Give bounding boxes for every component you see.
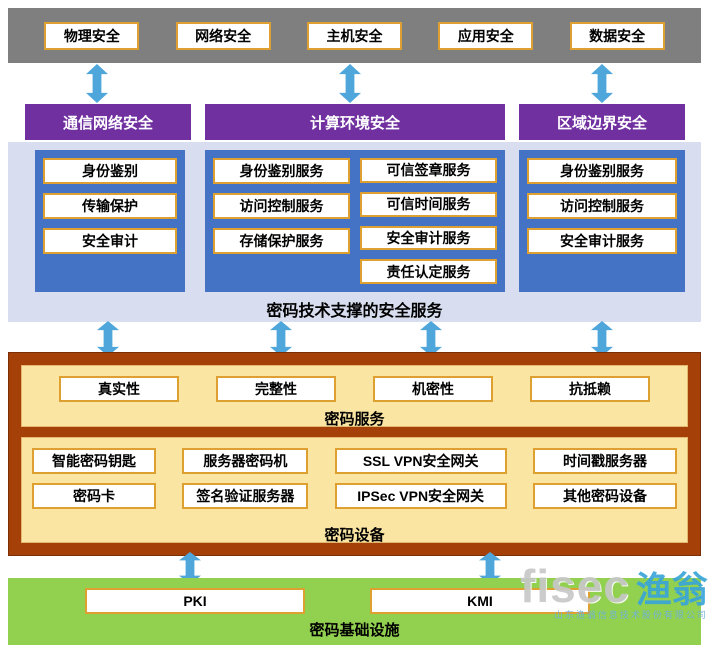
device-server-crypto-machine: 服务器密码机 xyxy=(182,448,309,474)
layer-application-security: 应用安全 xyxy=(438,21,534,50)
double-arrow-icon xyxy=(339,64,361,103)
device-other-crypto-devices: 其他密码设备 xyxy=(532,483,677,509)
service-accountability: 责任认定服务 xyxy=(360,259,497,284)
service-identity-authentication: 身份鉴别服务 xyxy=(213,158,350,184)
property-authenticity: 真实性 xyxy=(59,376,179,402)
crypto-band: 真实性 完整性 机密性 抗抵赖 密码服务 智能密码钥匙 服务器密码机 SSL V… xyxy=(8,352,701,556)
double-arrow-icon xyxy=(179,552,201,584)
infra-pki: PKI xyxy=(85,588,305,614)
header-communication-network-security: 通信网络安全 xyxy=(25,104,191,140)
service-identity-authentication: 身份鉴别 xyxy=(43,158,177,184)
device-ipsec-vpn-gateway: IPSec VPN安全网关 xyxy=(334,483,507,509)
double-arrow-icon xyxy=(86,64,108,103)
device-timestamp-server: 时间戳服务器 xyxy=(532,448,677,474)
crypto-devices-row-1: 智能密码钥匙 服务器密码机 SSL VPN安全网关 时间戳服务器 xyxy=(22,448,687,474)
crypto-infrastructure-label: 密码基础设施 xyxy=(309,622,400,639)
layer-data-security: 数据安全 xyxy=(569,21,665,50)
device-signature-verification-server: 签名验证服务器 xyxy=(182,483,309,509)
header-area-boundary-security: 区域边界安全 xyxy=(519,104,685,140)
crypto-services-label: 密码服务 xyxy=(324,411,385,428)
service-column: 身份鉴别服务 访问控制服务 安全审计服务 xyxy=(527,158,677,284)
device-ssl-vpn-gateway: SSL VPN安全网关 xyxy=(334,448,507,474)
crypto-services-panel: 真实性 完整性 机密性 抗抵赖 密码服务 xyxy=(21,365,688,428)
panel-communication-network-security: 身份鉴别 传输保护 安全审计 xyxy=(35,150,185,292)
layer-physical-security: 物理安全 xyxy=(44,21,140,50)
panel-computing-environment-security: 身份鉴别服务 访问控制服务 存储保护服务 可信签章服务 可信时间服务 安全审计服… xyxy=(205,150,505,292)
crypto-infrastructure-band: PKI KMI 密码基础设施 xyxy=(8,578,701,645)
service-storage-protection: 存储保护服务 xyxy=(213,228,350,254)
double-arrow-icon xyxy=(591,64,613,103)
service-trusted-signature: 可信签章服务 xyxy=(360,158,497,183)
service-security-audit: 安全审计服务 xyxy=(527,228,677,254)
security-services-caption: 密码技术支撑的安全服务 xyxy=(266,303,443,320)
header-computing-environment-security: 计算环境安全 xyxy=(205,104,505,140)
crypto-devices-panel: 智能密码钥匙 服务器密码机 SSL VPN安全网关 时间戳服务器 密码卡 签名验… xyxy=(21,437,688,544)
service-access-control: 访问控制服务 xyxy=(213,193,350,219)
panel-area-boundary-security: 身份鉴别服务 访问控制服务 安全审计服务 xyxy=(519,150,685,292)
service-column: 身份鉴别 传输保护 安全审计 xyxy=(43,158,177,284)
double-arrow-icon xyxy=(479,552,501,584)
property-confidentiality: 机密性 xyxy=(373,376,493,402)
crypto-services-row: 真实性 完整性 机密性 抗抵赖 xyxy=(22,376,687,402)
property-integrity: 完整性 xyxy=(216,376,336,402)
infra-kmi: KMI xyxy=(370,588,590,614)
crypto-devices-row-2: 密码卡 签名验证服务器 IPSec VPN安全网关 其他密码设备 xyxy=(22,483,687,509)
property-non-repudiation: 抗抵赖 xyxy=(530,376,650,402)
double-arrow-icon xyxy=(270,321,292,356)
crypto-devices-label: 密码设备 xyxy=(324,527,385,544)
service-identity-authentication: 身份鉴别服务 xyxy=(527,158,677,184)
double-arrow-icon xyxy=(97,321,119,356)
double-arrow-icon xyxy=(420,321,442,356)
service-access-control: 访问控制服务 xyxy=(527,193,677,219)
service-column-right: 可信签章服务 可信时间服务 安全审计服务 责任认定服务 xyxy=(360,158,497,284)
device-crypto-card: 密码卡 xyxy=(32,483,156,509)
layer-network-security: 网络安全 xyxy=(175,21,271,50)
service-transmission-protection: 传输保护 xyxy=(43,193,177,219)
service-security-audit: 安全审计服务 xyxy=(360,225,497,251)
service-column-left: 身份鉴别服务 访问控制服务 存储保护服务 xyxy=(213,158,350,284)
double-arrow-icon xyxy=(591,321,613,356)
security-layers-band: 物理安全 网络安全 主机安全 应用安全 数据安全 xyxy=(8,8,701,63)
device-smart-crypto-key: 智能密码钥匙 xyxy=(32,448,156,474)
service-trusted-time: 可信时间服务 xyxy=(360,191,497,217)
layer-host-security: 主机安全 xyxy=(306,21,402,50)
service-security-audit: 安全审计 xyxy=(43,228,177,254)
